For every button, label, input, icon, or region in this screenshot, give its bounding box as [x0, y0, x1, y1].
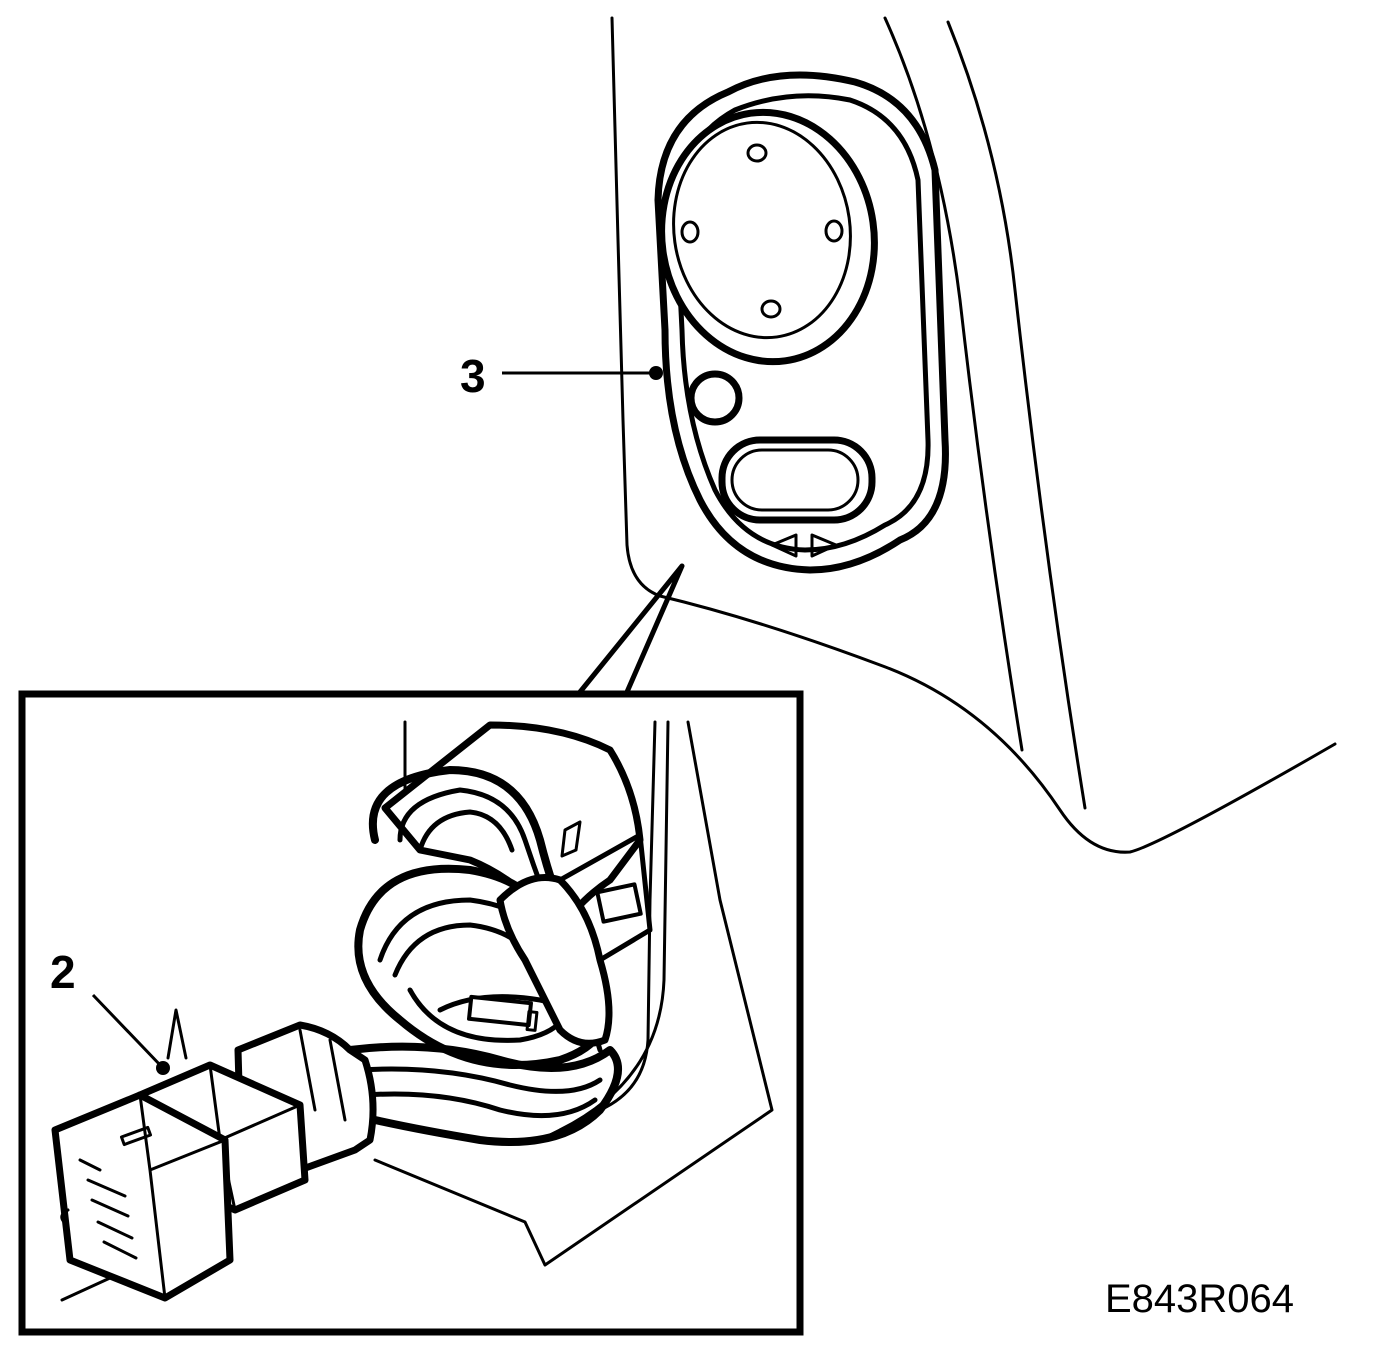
knob-dot-left	[680, 220, 700, 244]
connector-latch	[119, 1125, 153, 1147]
harness-cable-inner-1	[357, 1066, 603, 1094]
connector-face	[51, 1091, 234, 1302]
callout-3-dot	[649, 366, 663, 380]
panel-contour-1	[883, 16, 1024, 752]
door-panel-lower-edge	[658, 594, 1337, 854]
switch-bracket	[557, 832, 653, 963]
right-arrow-icon	[810, 533, 838, 558]
detail-pointer	[577, 563, 685, 695]
callout-2-leader	[91, 993, 164, 1069]
switch-clip	[595, 882, 643, 924]
harness-cable	[346, 1042, 622, 1146]
knob-dot-right	[824, 219, 844, 243]
connector-boot-ribs	[298, 1028, 347, 1122]
detail-panel-edge-right	[373, 720, 774, 1267]
wire-loop-3	[417, 809, 515, 853]
selector-switch-outer	[718, 436, 876, 524]
knob-dot-bottom	[760, 299, 782, 319]
selector-switch-inner	[730, 448, 860, 512]
door-panel-edge	[610, 16, 662, 598]
detail-panel-edge-mid	[558, 720, 670, 1132]
callout-2-label: 2	[50, 946, 76, 998]
knob-dot-top	[746, 143, 768, 163]
detail-inset	[18, 690, 804, 1336]
wire-sleeve	[496, 874, 613, 1047]
connector-cable-tail	[60, 1276, 112, 1302]
callout-2-dot	[156, 1061, 170, 1075]
mirror-adjust-knob-inner	[672, 120, 852, 340]
mirror-adjust-knob-outer	[658, 108, 878, 366]
harness-connector-rear	[467, 994, 533, 1028]
connector-face-edge	[138, 1093, 227, 1300]
switch-tab	[560, 820, 582, 858]
connector-clip-line	[166, 1008, 188, 1060]
figure-id: E843R064	[1105, 1277, 1294, 1321]
round-button	[687, 370, 743, 426]
left-arrow-icon	[770, 533, 798, 558]
connector-side-bump	[60, 1208, 70, 1224]
connector-pins	[78, 1158, 138, 1260]
callout-3-label: 3	[460, 350, 486, 402]
harness-cable-inner-2	[362, 1091, 598, 1119]
wire-loop-1	[354, 766, 609, 1069]
door-panel-view	[502, 16, 1337, 854]
panel-contour-2	[946, 20, 1087, 810]
harness-connector-slot	[525, 1010, 539, 1032]
